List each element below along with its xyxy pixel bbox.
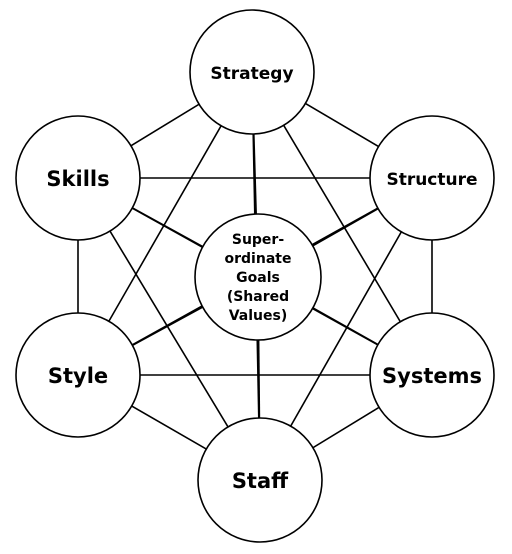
node-staff: Staff [197,417,323,543]
node-strategy-label: Strategy [210,64,293,84]
node-center: Super- ordinate Goals (Shared Values) [194,213,322,341]
node-strategy-circle [189,9,315,135]
node-center-line-4: (Shared [227,289,289,305]
node-systems-circle [369,312,495,438]
node-staff-label: Staff [232,469,289,493]
node-skills-circle [15,115,141,241]
node-skills-label: Skills [46,167,109,191]
node-center-line-5: Values) [229,308,288,324]
node-structure-label: Structure [386,170,477,190]
node-strategy: Strategy [189,9,315,135]
node-staff-circle [197,417,323,543]
node-center-line-3: Goals [236,270,280,286]
node-style-circle [15,312,141,438]
node-structure-circle [369,115,495,241]
node-center-line-2: ordinate [225,251,292,267]
node-systems-label: Systems [382,364,482,388]
node-center-line-1: Super- [232,232,284,248]
node-skills: Skills [15,115,141,241]
node-center-circle [194,213,322,341]
node-structure: Structure [369,115,495,241]
node-group: Strategy Skills Structure Style Systems … [15,9,495,543]
node-style-label: Style [48,364,108,388]
node-style: Style [15,312,141,438]
node-systems: Systems [369,312,495,438]
